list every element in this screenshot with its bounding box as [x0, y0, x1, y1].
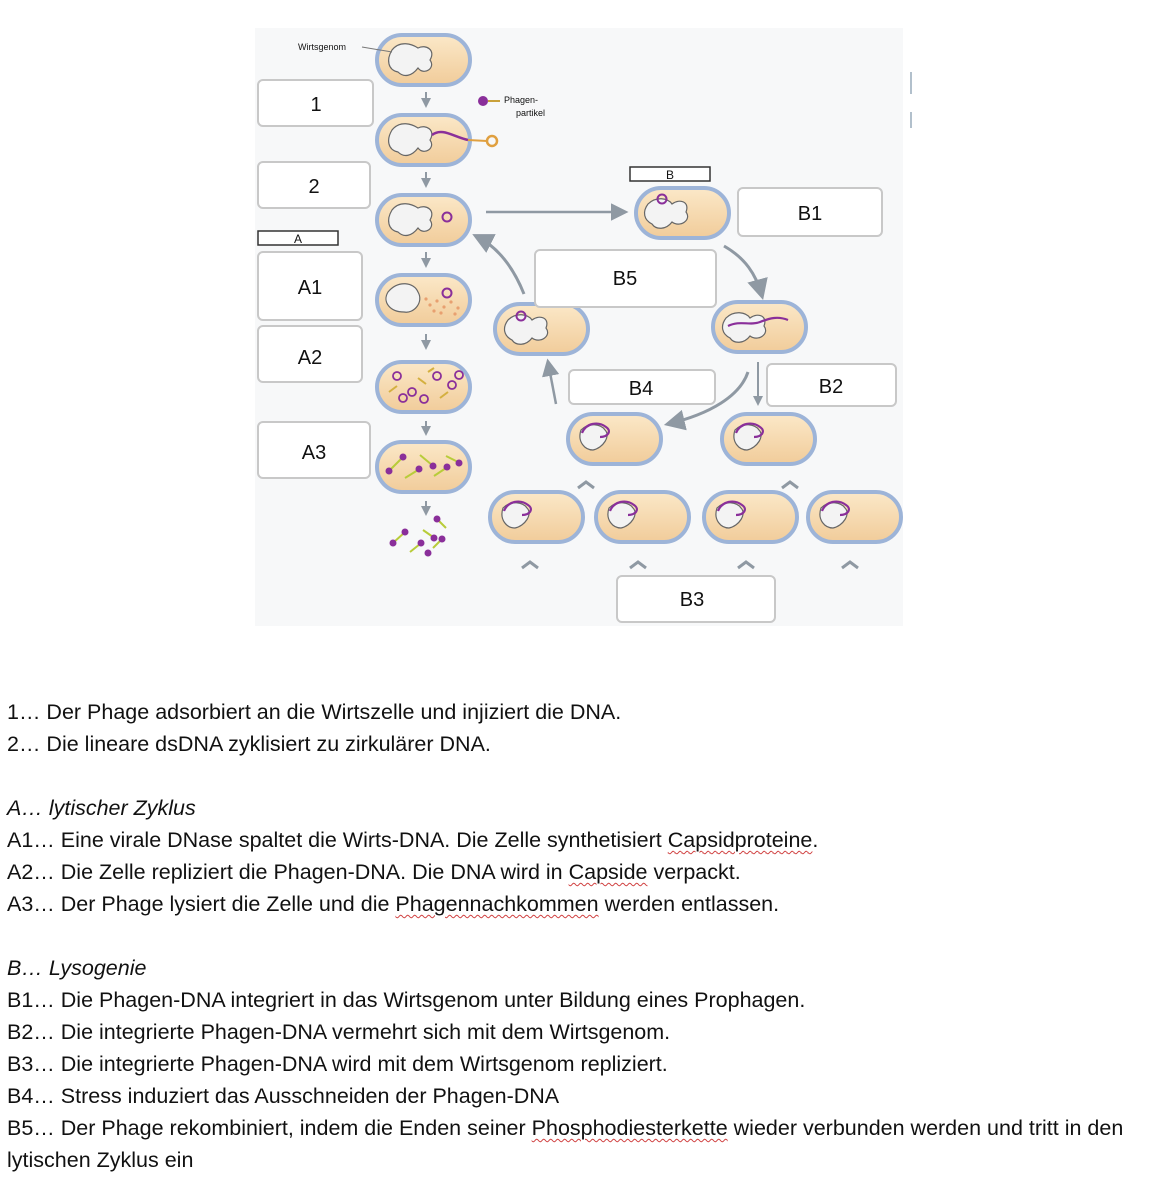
cell-lysogen-b3	[702, 490, 799, 544]
label-b4-text: B4	[629, 378, 653, 400]
cell-prophage	[711, 300, 808, 354]
label-1-text: 1	[310, 94, 321, 116]
legend-line-a3: A3… Der Phage lysiert die Zelle und die …	[7, 888, 1167, 920]
released-phages	[389, 515, 447, 557]
branch-arrow	[841, 560, 859, 570]
label-a3-text: A3	[302, 442, 326, 464]
phage-cycle-diagram: Wirtsgenom Phagen- partikel	[257, 33, 912, 623]
arrow-to-lytic	[472, 234, 526, 295]
legend-b5-end: wieder verbunden werden und tritt in den…	[7, 1116, 1124, 1172]
legend-line-a2: A2… Die Zelle repliziert die Phagen-DNA.…	[7, 856, 1167, 888]
label-box-b4: B4	[568, 369, 716, 405]
cell-lysogen-right	[720, 412, 817, 466]
legend-a3-text: A3… Der Phage lysiert die Zelle und die	[7, 892, 396, 916]
phage-particle-label-2: partikel	[516, 108, 545, 118]
cell-lysogen-b4	[806, 490, 903, 544]
legend-a1-text: A1… Eine virale DNase spaltet die Wirts-…	[7, 828, 668, 852]
label-box-a2: A2	[257, 325, 363, 383]
phage-particle-icon	[478, 96, 500, 106]
label-box-a3: A3	[257, 421, 371, 479]
arrow-to-excision	[663, 371, 750, 431]
cell-phage-adsorbed	[375, 113, 499, 167]
legend-line-2: 2… Die lineare dsDNA zyklisiert zu zirku…	[7, 732, 491, 756]
arrow-to-prophage	[723, 244, 768, 301]
legend-line-b5: B5… Der Phage rekombiniert, indem die En…	[7, 1112, 1167, 1176]
legend-a2-spellmark: Capside	[568, 860, 648, 884]
label-2-text: 2	[308, 176, 319, 198]
cell-lysogen-left	[566, 412, 663, 466]
branch-arrow	[737, 560, 755, 570]
label-box-2: 2	[257, 161, 371, 209]
legend-a3-end: werden entlassen.	[598, 892, 780, 916]
cell-dna-degraded	[375, 273, 472, 327]
legend-line-b3: B3… Die integrierte Phagen-DNA wird mit …	[7, 1052, 668, 1076]
legend-line-b1: B1… Die Phagen-DNA integriert in das Wir…	[7, 988, 806, 1012]
cell-lysogen-b1	[488, 490, 585, 544]
legend-line-b2: B2… Die integrierte Phagen-DNA vermehrt …	[7, 1020, 671, 1044]
label-box-b: B	[629, 166, 711, 182]
label-box-b3: B3	[616, 575, 776, 623]
label-box-1: 1	[257, 79, 374, 127]
legend-a2-end: verpackt.	[647, 860, 741, 884]
legend-heading-b: B… Lysogenie	[7, 956, 147, 980]
legend-text-block: 1… Der Phage adsorbiert an die Wirtszell…	[7, 696, 1167, 1176]
branch-arrow	[521, 560, 539, 570]
cell-excised-phage	[493, 302, 590, 356]
cell-prophage-integration	[634, 186, 731, 240]
cell-host	[375, 33, 472, 87]
legend-b5-spellmark: Phosphodiesterkette	[531, 1116, 728, 1140]
host-genome-pointer	[361, 46, 393, 53]
cell-lysogen-b2	[594, 490, 691, 544]
cell-phage-replication	[375, 360, 472, 414]
label-box-b2: B2	[766, 363, 897, 407]
legend-heading-a: A… lytischer Zyklus	[7, 796, 196, 820]
label-a1-text: A1	[298, 277, 322, 299]
label-b1-text: B1	[798, 203, 822, 225]
arrow-up	[542, 358, 560, 405]
label-box-a1: A1	[257, 251, 363, 321]
legend-a1-spellmark: Capsidproteine	[667, 828, 813, 852]
label-a-text: A	[294, 232, 302, 246]
label-box-b1: B1	[737, 187, 883, 237]
label-b5-text: B5	[613, 268, 637, 290]
legend-spacer	[7, 920, 1167, 952]
label-b-text: B	[666, 168, 674, 182]
legend-line-b4: B4… Stress induziert das Ausschneiden de…	[7, 1084, 560, 1108]
legend-spacer	[7, 760, 1167, 792]
legend-a2-text: A2… Die Zelle repliziert die Phagen-DNA.…	[7, 860, 569, 884]
label-box-b5: B5	[534, 249, 717, 308]
legend-a3-spellmark: Phagennachkommen	[395, 892, 599, 916]
legend-a1-end: .	[812, 828, 819, 852]
label-b3-text: B3	[680, 589, 704, 611]
label-a2-text: A2	[298, 347, 322, 369]
branch-arrow	[629, 560, 647, 570]
legend-line-1: 1… Der Phage adsorbiert an die Wirtszell…	[7, 700, 622, 724]
phage-particle-label-1: Phagen-	[504, 95, 538, 105]
cell-phage-assembly	[375, 440, 472, 494]
cell-circular-dna	[375, 193, 472, 247]
host-genome-label: Wirtsgenom	[298, 42, 346, 52]
legend-b5-text: B5… Der Phage rekombiniert, indem die En…	[7, 1116, 532, 1140]
label-b2-text: B2	[819, 376, 843, 398]
legend-line-a1: A1… Eine virale DNase spaltet die Wirts-…	[7, 824, 1167, 856]
branch-arrow	[577, 480, 595, 490]
branch-arrow	[781, 480, 799, 490]
label-box-a: A	[257, 230, 339, 246]
